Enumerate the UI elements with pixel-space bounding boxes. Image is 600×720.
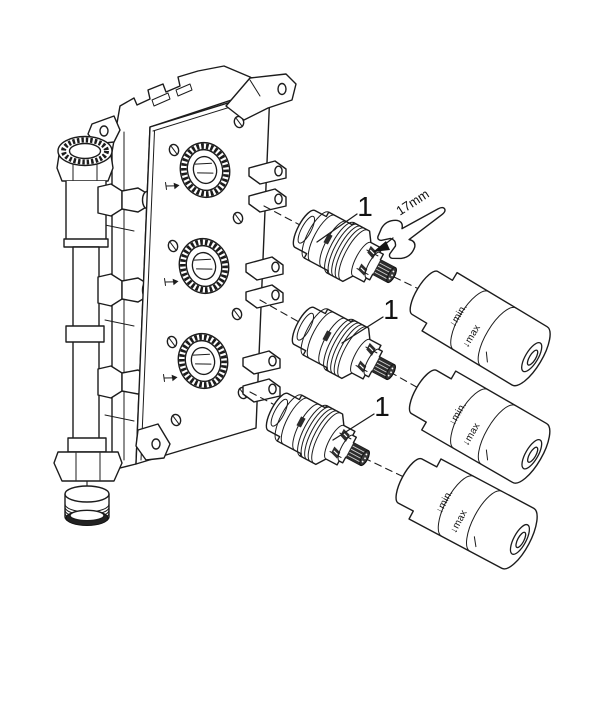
bottom-foot [135, 423, 171, 461]
top-bracket [225, 73, 297, 121]
sleeve-2: ↓min. ↓max [398, 357, 559, 490]
sleeve-1: ↓min. ↓max [399, 258, 559, 393]
wrench-size-label: 17mm [393, 186, 431, 218]
pipe-socket-threads [61, 137, 109, 165]
inlet-pipe [53, 135, 123, 482]
plug-top [64, 485, 110, 503]
callout-2-label: 1 [383, 294, 399, 325]
cartridge-3 [257, 382, 382, 486]
pipe-plug [64, 485, 110, 526]
mounting-plate [135, 89, 271, 465]
cartridge-1 [284, 199, 409, 303]
open-end-wrench [377, 206, 446, 260]
assembly-dash-lines [249, 205, 424, 479]
callout-3-label: 1 [374, 391, 390, 422]
wrench-direction-arrow [373, 241, 390, 252]
callout-1-label: 1 [357, 191, 373, 222]
sleeve-3: ↓min. ↓max [385, 446, 546, 575]
pipe-lower-tube [72, 246, 100, 441]
valve-body [53, 65, 297, 526]
top-notches [151, 83, 193, 107]
pipe-bottom-nut [53, 451, 123, 482]
callout-leader-lines [316, 213, 384, 441]
